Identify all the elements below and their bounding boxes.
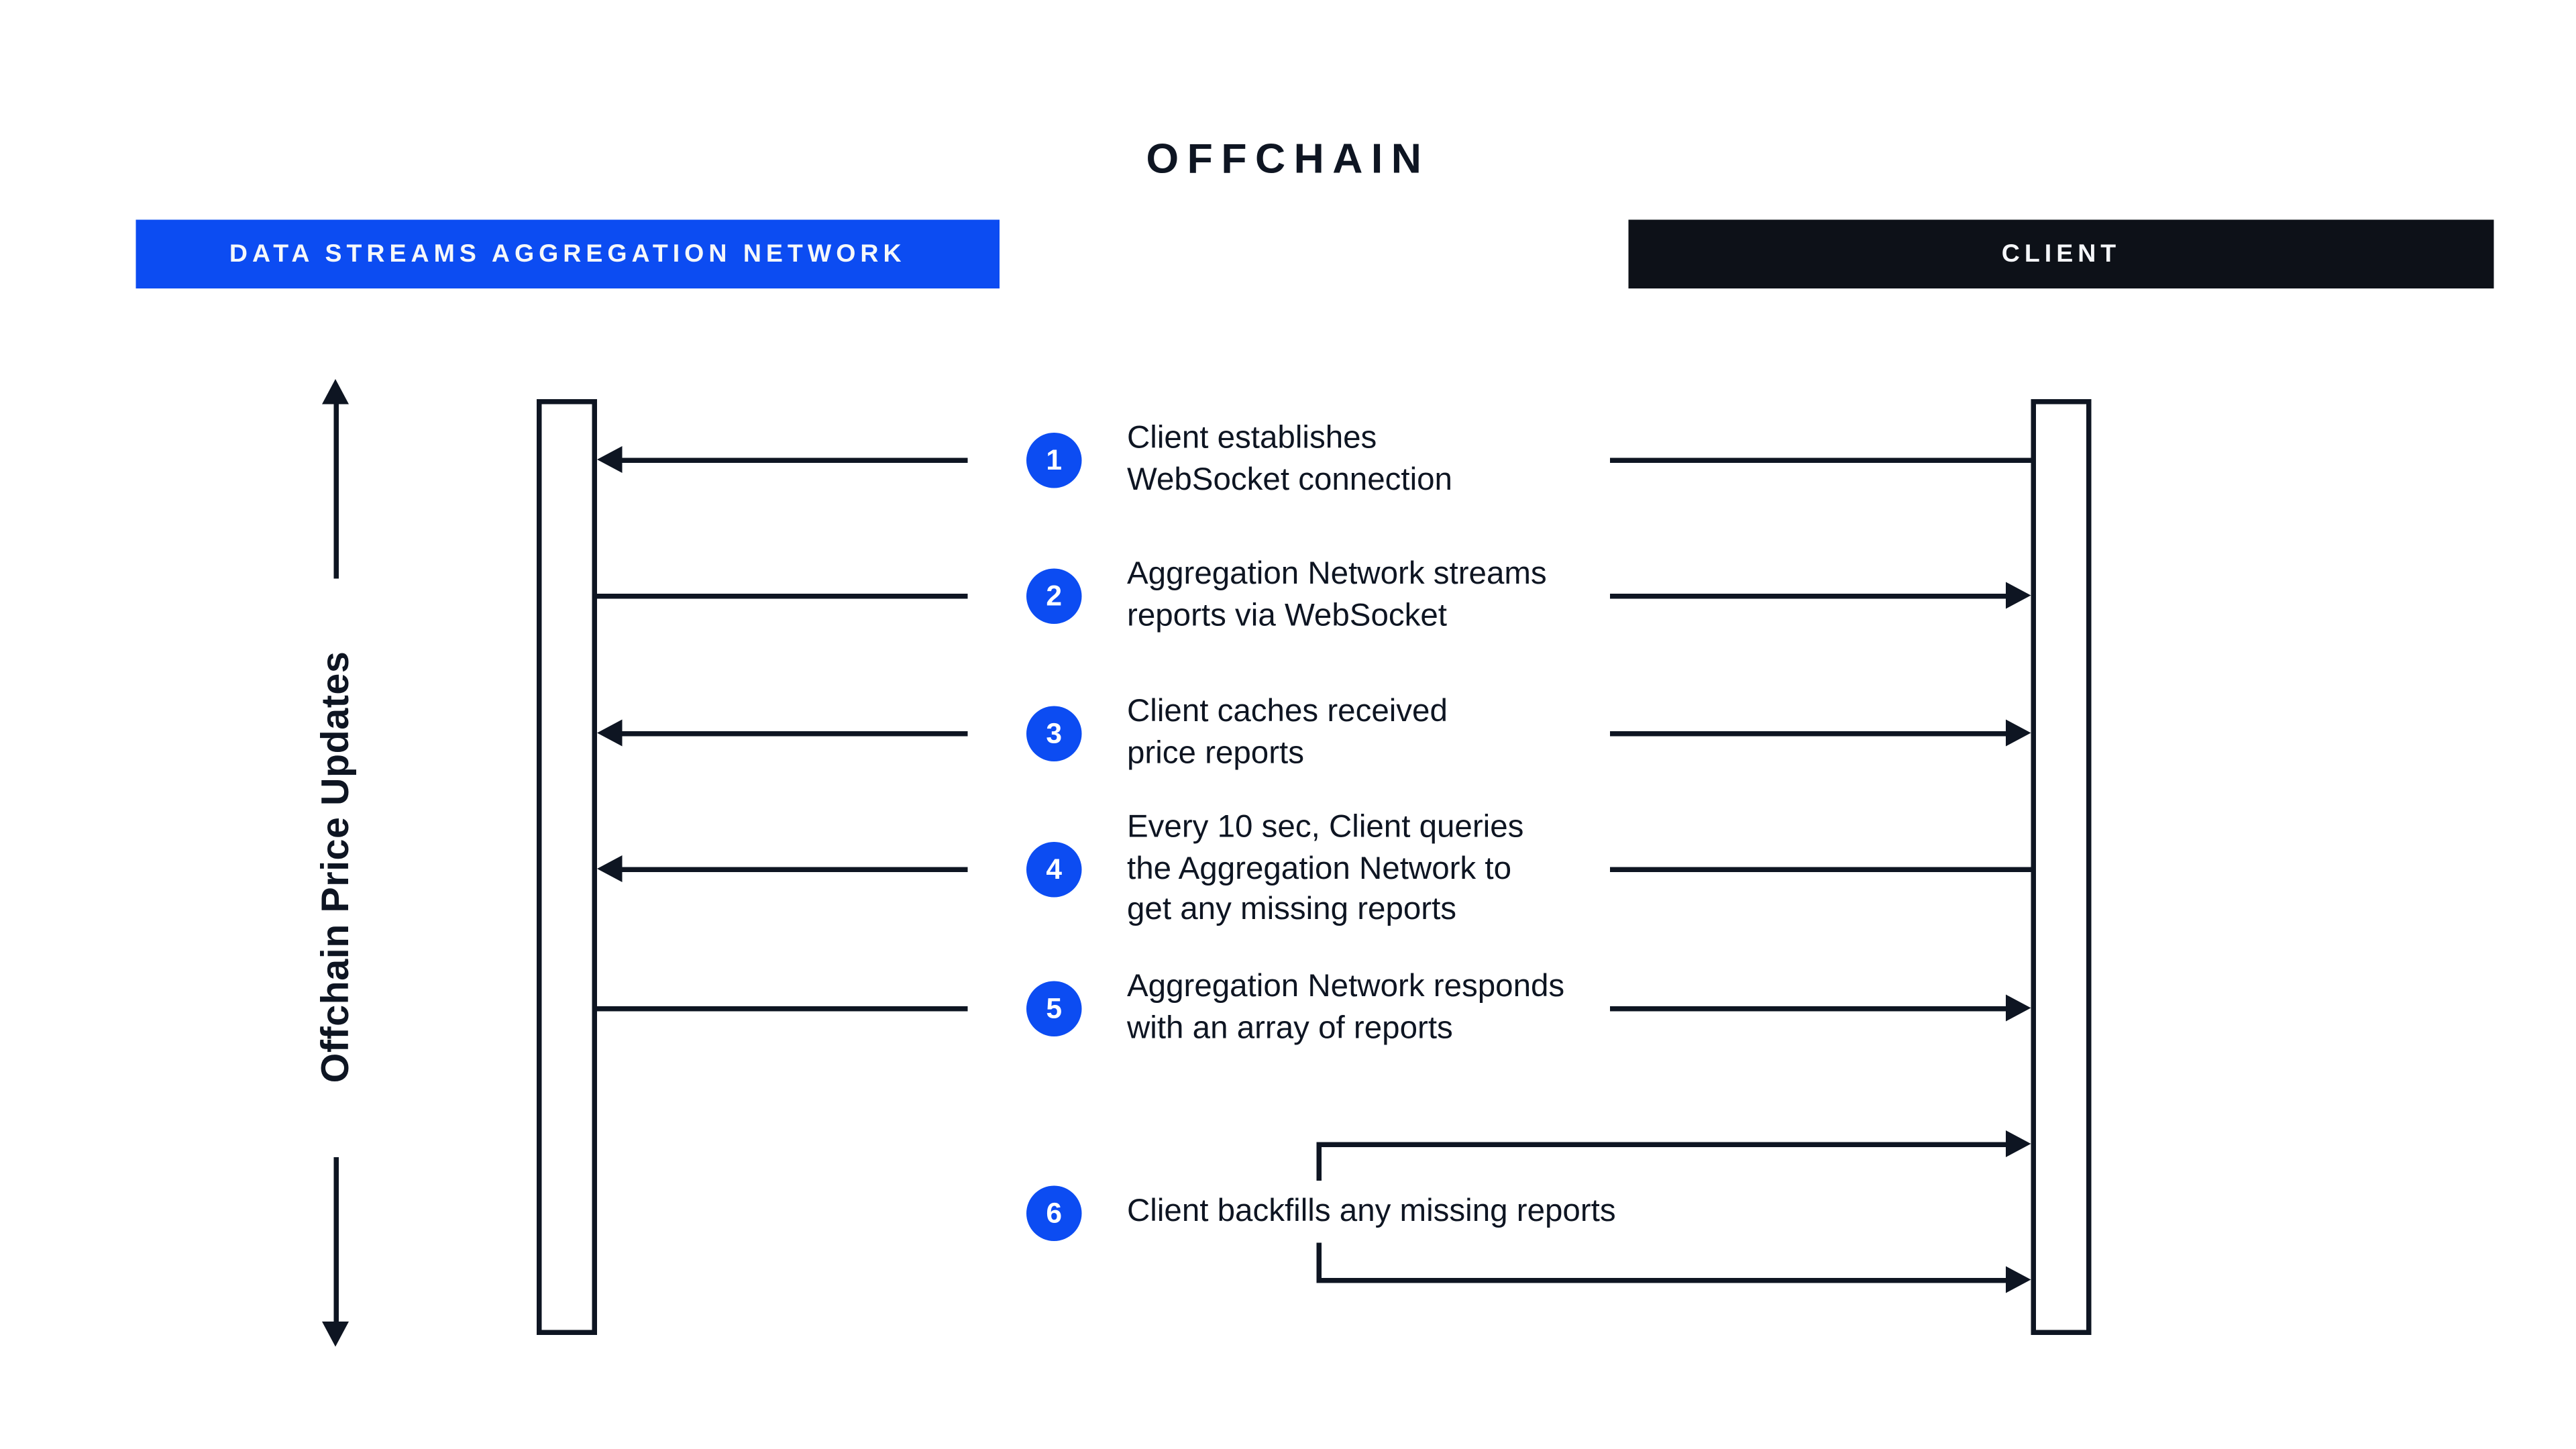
step-3-arrowhead-right-icon — [2006, 719, 2031, 747]
step-6-loop-top-arrowhead-icon — [2006, 1130, 2031, 1157]
step-4-number-badge: 4 — [1026, 842, 1082, 898]
step-3-text: Client caches received price reports — [1127, 694, 1448, 771]
step-5-line-left — [597, 1005, 968, 1011]
network-banner: DATA STREAMS AGGREGATION NETWORK — [136, 219, 1000, 288]
step-6-loop-top-line — [1316, 1141, 2009, 1146]
step-6-loop-bottom-line — [1316, 1277, 2009, 1283]
step-6-number: 6 — [1046, 1196, 1063, 1229]
step-5-line-right — [1610, 1005, 2009, 1011]
step-6-text: Client backfills any missing reports — [1127, 1194, 1616, 1230]
step-2-number-badge: 2 — [1026, 568, 1082, 624]
step-4-number: 4 — [1046, 853, 1063, 885]
step-3-line-right — [1610, 730, 2009, 736]
updates-arrow-top-line — [333, 400, 338, 579]
step-5-number: 5 — [1046, 991, 1063, 1024]
step-2-number: 2 — [1046, 579, 1063, 612]
step-3-number: 3 — [1046, 716, 1063, 749]
updates-arrow-bottom-line — [333, 1157, 338, 1325]
network-lifeline — [537, 399, 597, 1335]
step-2-text: Aggregation Network streams reports via … — [1127, 557, 1547, 633]
step-2-arrowhead-right-icon — [2006, 582, 2031, 609]
step-1-number: 1 — [1046, 443, 1063, 476]
client-banner: CLIENT — [1628, 219, 2494, 288]
client-banner-label: CLIENT — [2001, 239, 2121, 269]
step-3-line-left — [617, 730, 968, 736]
client-lifeline — [2031, 399, 2092, 1335]
step-6-loop-top-stub — [1316, 1141, 1322, 1180]
step-2-line-left — [597, 592, 968, 598]
step-6-loop-bottom-stub — [1316, 1242, 1322, 1281]
step-6-loop-bottom-arrowhead-icon — [2006, 1266, 2031, 1293]
step-2-line-right — [1610, 592, 2009, 598]
page-title: OFFCHAIN — [1146, 136, 1430, 183]
step-1-text: Client establishes WebSocket connection — [1127, 421, 1452, 498]
step-3-number-badge: 3 — [1026, 706, 1082, 761]
step-6-number-badge: 6 — [1026, 1185, 1082, 1241]
step-5-text: Aggregation Network responds with an arr… — [1127, 969, 1565, 1046]
step-4-line-left — [617, 866, 968, 871]
updates-arrow-up-icon — [322, 379, 349, 405]
network-banner-label: DATA STREAMS AGGREGATION NETWORK — [229, 239, 906, 269]
step-4-line-right — [1610, 866, 2031, 871]
step-1-number-badge: 1 — [1026, 433, 1082, 488]
step-1-line-left — [617, 457, 968, 462]
step-5-arrowhead-right-icon — [2006, 994, 2031, 1022]
updates-arrow-down-icon — [322, 1322, 349, 1347]
step-4-text: Every 10 sec, Client queries the Aggrega… — [1127, 810, 1524, 928]
step-5-number-badge: 5 — [1026, 981, 1082, 1036]
offchain-price-updates-label: Offchain Price Updates — [313, 651, 357, 1083]
step-1-line-right — [1610, 457, 2031, 462]
